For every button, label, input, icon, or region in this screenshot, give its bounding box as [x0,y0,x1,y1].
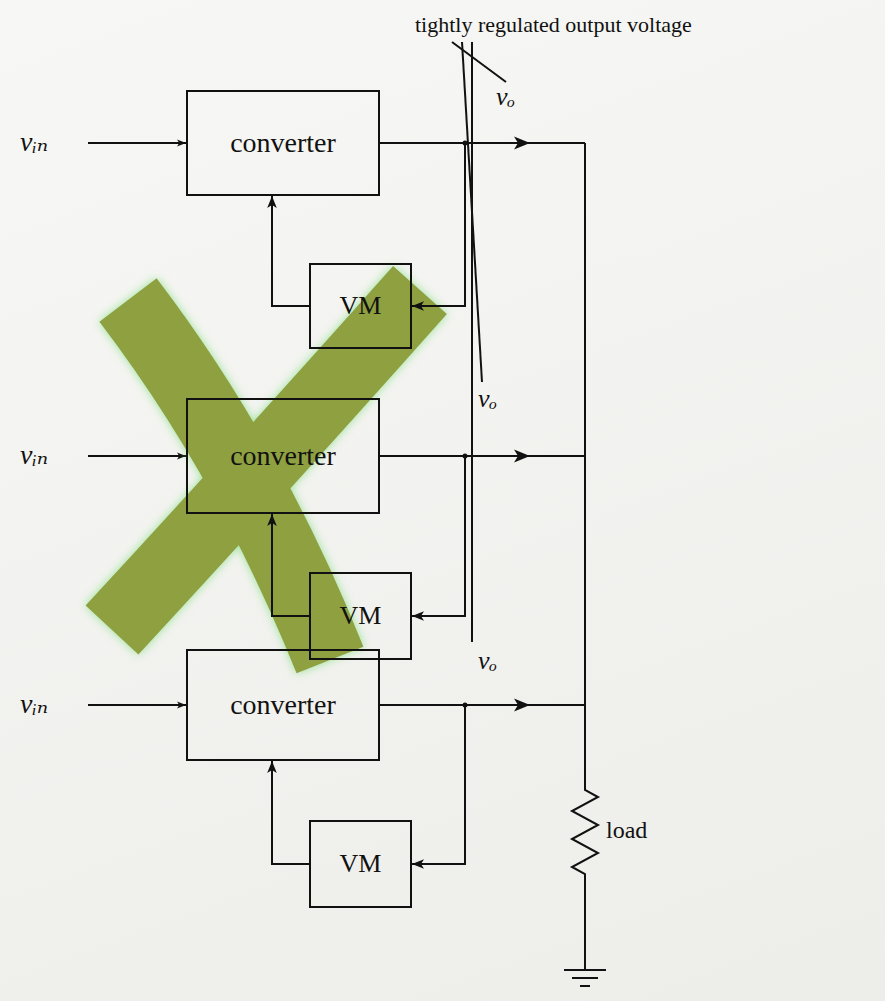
leader-line [471,42,473,642]
box-label: converter [230,442,336,470]
load-resistor [572,143,598,970]
converter-box: converter [186,90,380,196]
signal-name: vᵢₙ [20,441,48,469]
signal-name: vₒ [478,386,497,412]
wiring [88,42,606,986]
signal-name: vᵢₙ [20,690,48,718]
box-label: VM [340,851,382,877]
load-label: load [606,818,647,842]
input-wire [88,704,186,706]
ground-symbol [564,969,606,971]
signal-name: vᵢₙ [20,128,48,156]
box-label: VM [340,293,382,319]
sense-wire [380,456,465,616]
input-wire [88,142,186,144]
voltage-monitor-box: VM [309,572,412,660]
signal-name: vₒ [496,84,515,110]
feedback-wire [272,761,309,864]
annotation: tightly regulated output voltage [415,14,692,36]
input-wire [88,455,186,457]
voltage-monitor-box: VM [309,820,412,908]
leader-line [452,42,506,82]
feedback-wire [272,514,309,616]
feedback-wire [272,196,309,306]
sense-wire [380,705,465,864]
failure-cross [112,290,420,660]
ground-symbol [572,977,598,979]
ground-symbol [580,985,590,987]
converter-box: converter [186,398,380,514]
box-label: converter [230,691,336,719]
converter-box: converter [186,649,380,761]
box-label: converter [230,129,336,157]
sense-wire [380,143,465,306]
voltage-monitor-box: VM [309,263,412,349]
signal-name: vₒ [478,648,497,674]
box-label: VM [340,603,382,629]
